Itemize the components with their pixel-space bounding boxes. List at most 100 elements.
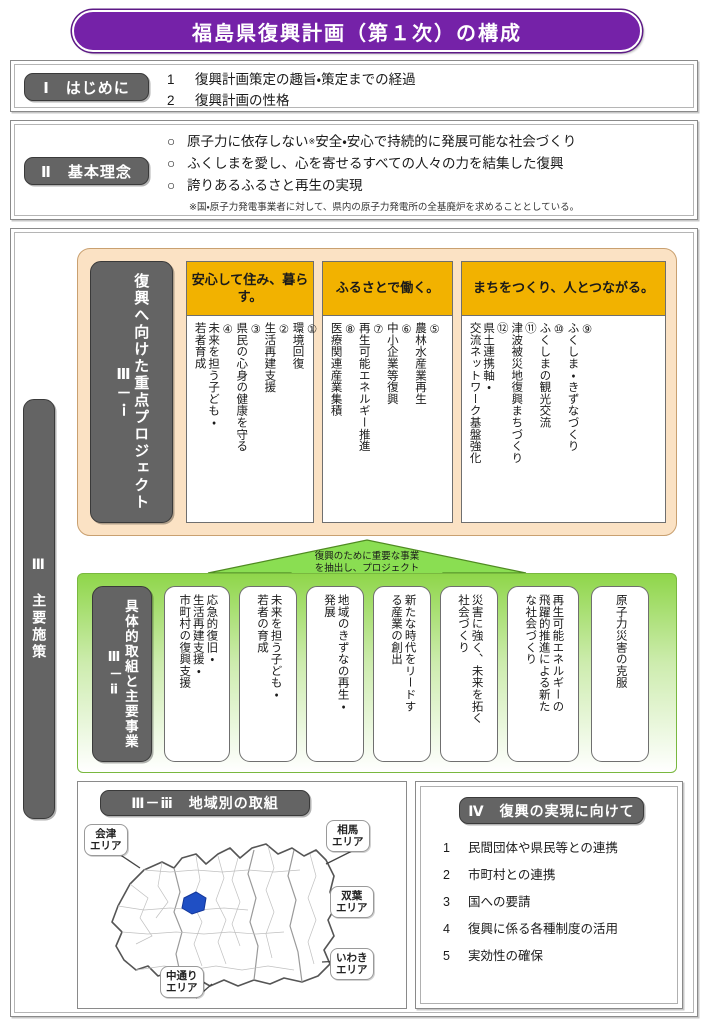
list-item: 1 民間団体や県民等との連携 [443, 835, 618, 862]
measure-text: 原子力災害の克服 [614, 594, 627, 689]
project-column-1-heading: 安心して住み、暮らす。 [187, 262, 313, 316]
project-text-cont: 若者育成 [193, 322, 206, 370]
subsection-3ii-concrete-measures: Ⅲ－ⅱ 具体的取組と主要事業 応急的復旧・ 生活再建支援・ 市町村の復興支援 未… [77, 573, 677, 773]
project-text: 環境回復 [291, 322, 304, 370]
project-text: 中小企業等復興 [385, 322, 398, 405]
callout-line2: エリア [90, 840, 122, 853]
project-text: 医療関連産業集積 [329, 322, 342, 417]
project-column-1: 安心して住み、暮らす。 ① 環境回復 ② 生活再建支援 ③ 県民の心身の健康を守 [186, 261, 318, 523]
project-item: ⑨ ふくしま・きずなづくり [565, 322, 593, 452]
section-2-inner-frame: Ⅱ 基本理念 ○ 原子力に依存しない ※ 安全・安心で持続的に発展可能な社会づく… [14, 124, 694, 216]
item-text: 市町村との連携 [468, 868, 556, 882]
list-item: ○ 原子力に依存しない ※ 安全・安心で持続的に発展可能な社会づくり [167, 131, 579, 153]
subsection-3ii-label-line1: Ⅲ－ⅱ [107, 649, 122, 699]
project-item: ⑥ 中小企業等復興 [384, 322, 412, 405]
section-2-label: Ⅱ 基本理念 [24, 157, 149, 185]
item-text: ふくしまを愛し、心を寄せるすべての人々の力を結集した復興 [187, 156, 564, 171]
measure-text: 発展 [323, 594, 335, 618]
measure-text: 地域のきずなの再生・ [336, 594, 349, 712]
subsection-3ii-label: Ⅲ－ⅱ 具体的取組と主要事業 [92, 586, 152, 762]
project-column-2-items: ⑤ 農林水産業再生 ⑥ 中小企業等復興 ⑦ 再生可能エネルギー推進 ⑧ [323, 316, 452, 523]
project-number: ① [305, 322, 318, 337]
section-2-footnote: ※国・原子力発電事業者に対して、県内の原子力発電所の全基廃炉を求めることとしてい… [189, 202, 580, 213]
project-text: 県民の心身の健康を守る [235, 322, 248, 452]
bullet-icon: ○ [167, 134, 176, 149]
project-number: ⑩ [551, 322, 564, 337]
map-callout-aizu[interactable]: 会津 エリア [84, 824, 128, 857]
measure-box-2: 未来を担う子ども・ 若者の育成 [239, 586, 297, 762]
footnote-marker: ※ [308, 137, 316, 146]
measure-box-7: 原子力災害の克服 [591, 586, 649, 762]
item-number: 3 [443, 895, 450, 909]
project-column-3-items: ⑨ ふくしま・きずなづくり ⑩ ふくしまの観光交流 ⑪ 津波被災地復興まちづくり [462, 316, 665, 523]
item-text: 誇りあるふるさと再生の実現 [187, 178, 363, 193]
callout-line1: 中通り [166, 970, 198, 982]
item-text: 復興計画策定の趣旨・策定までの経過 [195, 72, 416, 87]
section-1-list: 1 復興計画策定の趣旨・策定までの経過 2 復興計画の性格 [167, 69, 416, 111]
item-number: 1 [443, 841, 450, 855]
project-number: ② [276, 322, 289, 337]
project-text-cont: 交流ネットワーク基盤強化 [468, 322, 481, 464]
map-marker-prefectural-capital [181, 891, 207, 915]
list-item: ○ ふくしまを愛し、心を寄せるすべての人々の力を結集した復興 [167, 153, 579, 175]
project-item: ⑩ ふくしまの観光交流 [537, 322, 564, 428]
measure-box-3: 地域のきずなの再生・ 発展 [306, 586, 364, 762]
callout-line2: エリア [336, 964, 368, 977]
list-item: 4 復興に係る各種制度の活用 [443, 916, 618, 943]
project-text: ふくしまの観光交流 [538, 322, 551, 429]
map-callout-futaba[interactable]: 双葉 エリア [330, 886, 374, 919]
project-text: 農林水産業再生 [413, 322, 426, 405]
section-3-inner-frame: Ⅲ 主要施策 Ⅲ－ｉ 復興へ向けた重点プロジェクト 安心して住み、暮らす。 ① … [14, 232, 694, 1013]
section-4-label: Ⅳ 復興の実現に向けて [459, 797, 644, 824]
list-item: ○ 誇りあるふるさと再生の実現 [167, 175, 579, 197]
project-column-2-heading: ふるさとで働く。 [323, 262, 452, 316]
project-column-3-heading: まちをつくり、人とつながる。 [462, 262, 665, 316]
measure-box-5: 災害に強く、未来を拓く 社会づくり [440, 586, 498, 762]
measure-text: 飛躍的推進による新た [537, 594, 550, 712]
callout-line1: 双葉 [341, 890, 363, 902]
section-4-list: 1 民間団体や県民等との連携 2 市町村との連携 3 国への要請 4 [443, 835, 618, 970]
project-column-2: ふるさとで働く。 ⑤ 農林水産業再生 ⑥ 中小企業等復興 ⑦ 再生可能エネルギー [322, 261, 453, 523]
map-callout-iwaki[interactable]: いわき エリア [330, 948, 374, 981]
measure-text: 新たな時代をリードす [403, 594, 416, 712]
map-callout-nakadori[interactable]: 中通り エリア [160, 966, 204, 999]
callout-line1: 会津 [95, 828, 117, 840]
list-item: 3 国への要請 [443, 889, 618, 916]
item-number: 5 [443, 949, 450, 963]
subsection-3i-label-line1: Ⅲ－ｉ [114, 365, 132, 419]
project-number: ⑥ [399, 322, 412, 337]
project-item: ③ 県民の心身の健康を守る [234, 322, 261, 452]
subsection-3iii-regional-initiatives: Ⅲ－ⅲ 地域別の取組 [77, 781, 407, 1009]
callout-line1: 相馬 [337, 824, 359, 836]
subsection-3ii-label-line2: 具体的取組と主要事業 [122, 599, 138, 749]
map-callout-soma[interactable]: 相馬 エリア [326, 820, 370, 853]
section-3-label-text: Ⅲ 主要施策 [31, 557, 48, 661]
subsection-3i-label-line2: 復興へ向けた重点プロジェクト [132, 273, 150, 511]
page-title: 福島県復興計画（第１次）の構成 [192, 22, 522, 45]
measure-text: な社会づくり [524, 594, 537, 665]
measure-text: 社会づくり [457, 594, 469, 653]
arrow-note-line: を抽出し、プロジェクト [314, 562, 420, 574]
project-item: ① 環境回復 [290, 322, 318, 370]
measure-text: 若者の育成 [256, 594, 268, 653]
item-number: 4 [443, 922, 450, 936]
project-text: 未来を担う子ども・ [207, 322, 220, 429]
project-item: ⑧ 医療関連産業集積 [328, 322, 356, 417]
project-column-3: まちをつくり、人とつながる。 ⑨ ふくしま・きずなづくり ⑩ ふくしまの観光交流… [461, 261, 666, 523]
item-number: 2 [443, 868, 450, 882]
project-number: ⑧ [343, 322, 356, 337]
project-text: 県土連携軸・ [482, 322, 495, 393]
section-2-basic-philosophy: Ⅱ 基本理念 ○ 原子力に依存しない ※ 安全・安心で持続的に発展可能な社会づく… [10, 120, 698, 220]
item-text: 実効性の確保 [468, 949, 544, 963]
list-item: 5 実効性の確保 [443, 943, 618, 970]
list-item: 1 復興計画策定の趣旨・策定までの経過 [167, 69, 416, 90]
project-item: ② 生活再建支援 [262, 322, 289, 393]
project-number: ⑤ [427, 322, 440, 337]
section-1-inner-frame: Ⅰ はじめに 1 復興計画策定の趣旨・策定までの経過 2 復興計画の性格 [14, 64, 694, 108]
project-text: ふくしま・きずなづくり [566, 322, 579, 452]
item-number: 1 [167, 72, 175, 87]
item-text: 復興に係る各種制度の活用 [468, 922, 619, 936]
measure-box-6: 再生可能エネルギーの 飛躍的推進による新た な社会づくり [507, 586, 579, 762]
section-3-label: Ⅲ 主要施策 [23, 399, 55, 819]
list-item: 2 復興計画の性格 [167, 90, 416, 111]
